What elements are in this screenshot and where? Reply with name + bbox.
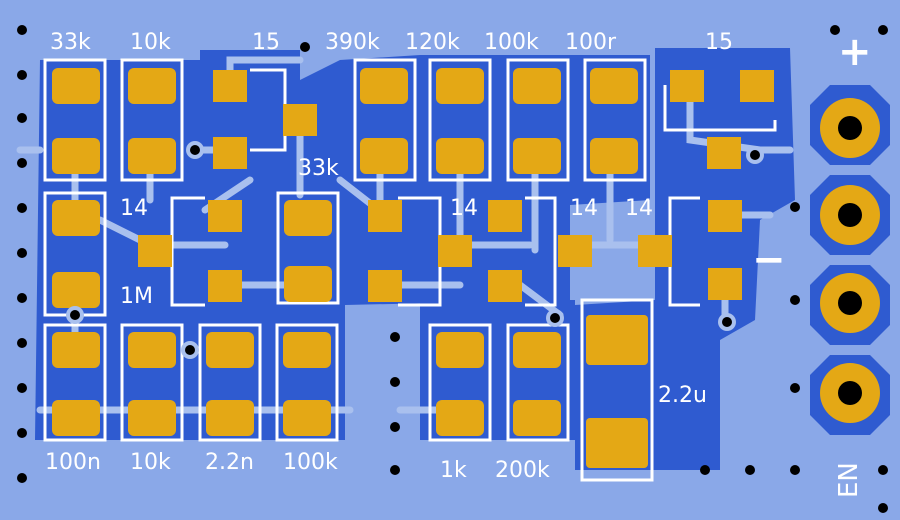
pad bbox=[52, 200, 100, 236]
label-15-right: 15 bbox=[705, 30, 733, 55]
pad bbox=[284, 266, 332, 302]
label-14-d: 14 bbox=[625, 196, 653, 221]
label-15-left: 15 bbox=[252, 30, 280, 55]
pad bbox=[707, 137, 741, 169]
vias bbox=[66, 141, 764, 359]
label-100r: 100r bbox=[565, 30, 617, 55]
pad bbox=[368, 270, 402, 302]
label-2-2u: 2.2u bbox=[658, 383, 707, 408]
label-200k: 200k bbox=[495, 458, 550, 483]
pad bbox=[436, 332, 484, 368]
pad bbox=[558, 235, 592, 267]
pad bbox=[213, 137, 247, 169]
pad bbox=[368, 200, 402, 232]
pad bbox=[670, 70, 704, 102]
pad bbox=[436, 138, 484, 174]
minus-symbol: − bbox=[752, 237, 786, 283]
pad bbox=[708, 268, 742, 300]
pad bbox=[586, 418, 648, 468]
pad bbox=[52, 332, 100, 368]
label-100k-top: 100k bbox=[484, 30, 539, 55]
pad bbox=[283, 104, 317, 136]
plus-symbol: + bbox=[838, 29, 872, 75]
pad bbox=[128, 138, 176, 174]
label-100n: 100n bbox=[45, 450, 101, 475]
label-2-2n: 2.2n bbox=[205, 450, 254, 475]
pad bbox=[740, 70, 774, 102]
pad bbox=[283, 332, 331, 368]
pad bbox=[52, 272, 100, 308]
pad bbox=[213, 70, 247, 102]
label-120k: 120k bbox=[405, 30, 460, 55]
pad bbox=[513, 68, 561, 104]
label-14-b: 14 bbox=[450, 196, 478, 221]
label-14-a: 14 bbox=[120, 196, 148, 221]
pad bbox=[513, 332, 561, 368]
pad bbox=[590, 68, 638, 104]
silkscreen-outlines bbox=[43, 58, 777, 482]
pad bbox=[128, 332, 176, 368]
pad bbox=[283, 400, 331, 436]
label-1k: 1k bbox=[440, 458, 467, 483]
pad bbox=[208, 200, 242, 232]
label-33k-top: 33k bbox=[50, 30, 91, 55]
pad bbox=[128, 68, 176, 104]
pad bbox=[52, 138, 100, 174]
pad bbox=[488, 200, 522, 232]
pad bbox=[52, 68, 100, 104]
label-10k-top: 10k bbox=[130, 30, 171, 55]
pad bbox=[513, 400, 561, 436]
pad bbox=[360, 68, 408, 104]
pad bbox=[638, 235, 672, 267]
pad bbox=[488, 270, 522, 302]
en-label: EN bbox=[834, 462, 864, 498]
label-33k-mid: 33k bbox=[298, 156, 339, 181]
pad bbox=[206, 332, 254, 368]
label-100k-bot: 100k bbox=[283, 450, 338, 475]
drill-holes bbox=[17, 25, 888, 513]
pad bbox=[436, 400, 484, 436]
label-14-c: 14 bbox=[570, 196, 598, 221]
pad bbox=[128, 400, 176, 436]
smd-pads bbox=[52, 68, 774, 468]
pad bbox=[513, 138, 561, 174]
pad bbox=[52, 400, 100, 436]
pad bbox=[206, 400, 254, 436]
pad bbox=[138, 235, 172, 267]
pad bbox=[208, 270, 242, 302]
pad bbox=[284, 200, 332, 236]
pad bbox=[436, 68, 484, 104]
pin-header bbox=[810, 85, 890, 435]
pad bbox=[708, 200, 742, 232]
pad bbox=[586, 315, 648, 365]
pad bbox=[438, 235, 472, 267]
label-10k-bot: 10k bbox=[130, 450, 171, 475]
pad bbox=[360, 138, 408, 174]
label-390k: 390k bbox=[325, 30, 380, 55]
label-1M: 1M bbox=[120, 284, 153, 309]
pad bbox=[590, 138, 638, 174]
